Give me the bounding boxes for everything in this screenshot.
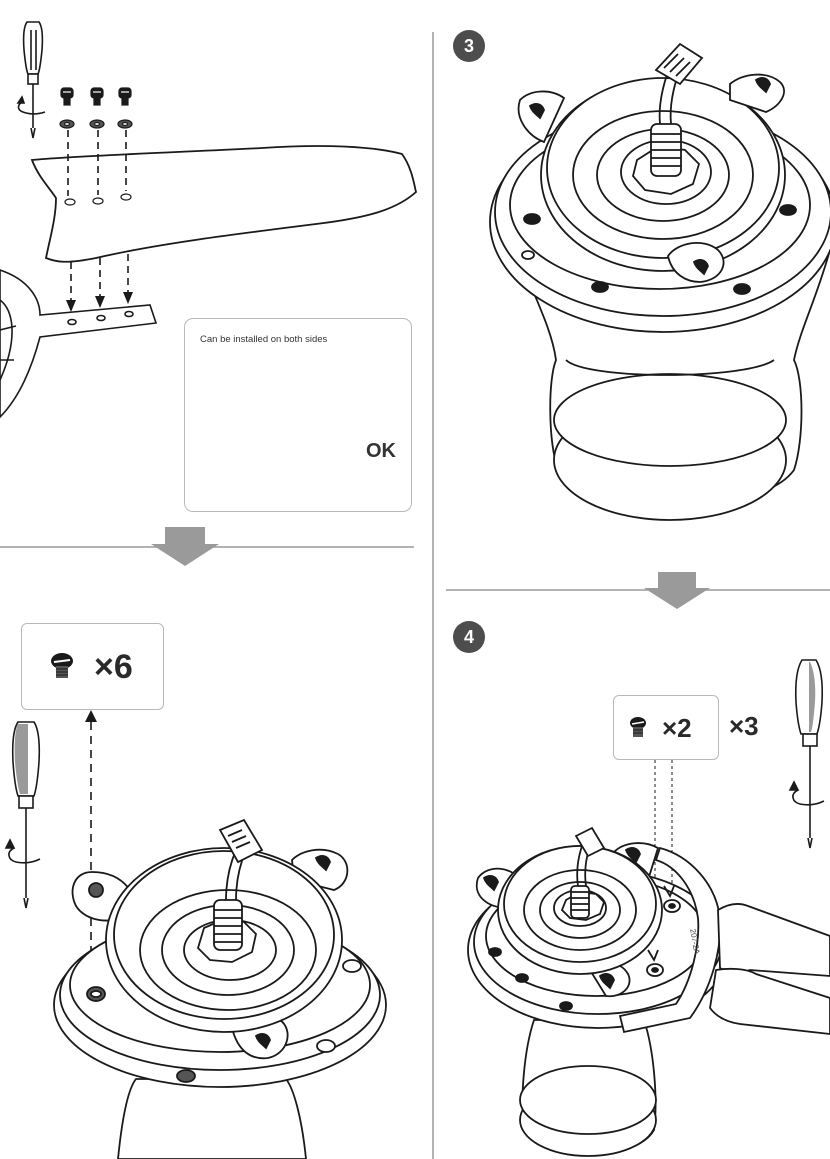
screwdriver-icon	[788, 659, 825, 849]
screw-icon	[118, 87, 132, 106]
washer-icon	[117, 119, 133, 129]
step-number-badge-4: 4	[453, 621, 485, 653]
dashed-guide-lines	[67, 130, 129, 302]
quantity-x6-label: ×6	[94, 648, 133, 686]
screwdriver-icon	[4, 721, 41, 909]
step-number-text: 4	[463, 627, 474, 647]
screw-icon	[90, 87, 104, 106]
down-arrow-right	[644, 572, 710, 609]
arrowheads	[66, 292, 133, 312]
step-number-badge-3: 3	[453, 30, 485, 62]
quantity-box-x6: ×6	[21, 623, 164, 710]
blade-arm	[0, 269, 158, 419]
quantity-box-x2: ×2	[613, 695, 719, 760]
quantity-x2-label: ×2	[662, 713, 692, 743]
screws-row	[59, 87, 133, 129]
motor-housing-step3	[489, 42, 830, 521]
fan-blade	[30, 145, 418, 263]
motor-housing-step5	[53, 818, 387, 1159]
installation-note-box	[184, 318, 412, 512]
screw-icon	[630, 717, 646, 737]
motor-housing-step4	[467, 826, 830, 1157]
blade-holes	[64, 193, 132, 206]
screw-icon	[51, 653, 73, 678]
washer-icon	[59, 119, 75, 129]
arrowhead-up	[85, 710, 97, 722]
step-number-text: 3	[463, 36, 474, 56]
quantity-x3-label: ×3	[729, 711, 759, 741]
down-arrow-left	[151, 527, 219, 566]
screwdriver-icon	[16, 21, 46, 139]
note-text: Can be installed on both sides	[200, 334, 328, 345]
washer-icon	[89, 119, 105, 129]
screw-icon	[60, 87, 74, 106]
ok-label: OK	[366, 440, 396, 462]
